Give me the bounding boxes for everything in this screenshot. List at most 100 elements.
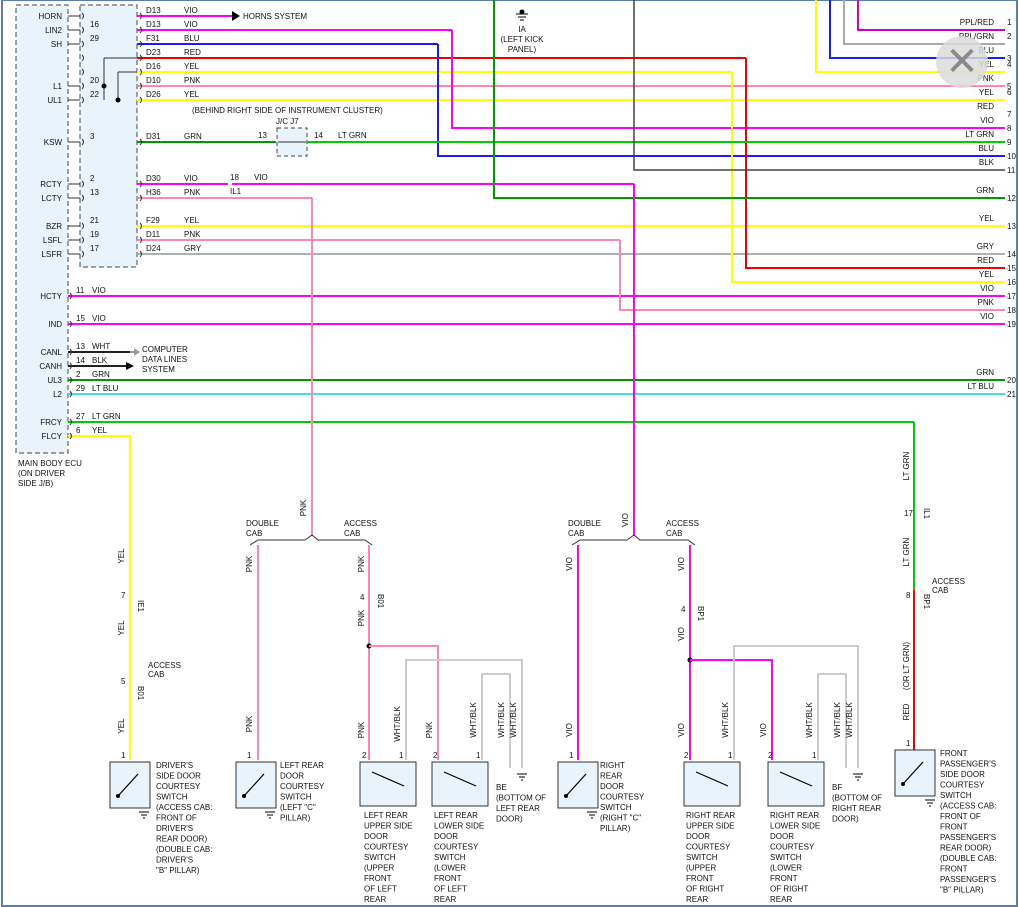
- front-passenger-switch-label: REAR DOOR): [940, 844, 991, 853]
- close-button[interactable]: ✕: [936, 36, 988, 88]
- connector-id: BP1: [696, 606, 705, 622]
- left-rear-lower-label: DOOR: [434, 832, 458, 841]
- pin-number: 1: [476, 751, 481, 760]
- branch-bracket: [571, 534, 696, 546]
- pin-number: 20: [90, 76, 99, 85]
- pin-number: 11: [76, 286, 85, 295]
- driver-switch-label: SIDE DOOR: [156, 772, 201, 781]
- computer-data-label: SYSTEM: [142, 365, 175, 374]
- left-rear-upper-label: OF LEFT: [364, 885, 397, 894]
- front-passenger-switch-label: PASSENGER'S: [940, 833, 996, 842]
- wire-ppl-red: [857, 0, 1005, 31]
- right-rear-upper-label: (UPPER: [686, 864, 716, 873]
- vio-label: VIO: [759, 723, 768, 737]
- left-rear-lower-label: REAR: [434, 895, 456, 904]
- switch-contact: [902, 761, 924, 785]
- connector-id: D13: [146, 20, 161, 29]
- connector-tick: [69, 432, 72, 440]
- right-wire-label: PNK: [978, 74, 995, 83]
- front-passenger-switch-label: (ACCESS CAB:: [940, 802, 996, 811]
- connector-id: IL1: [922, 508, 931, 520]
- pnk-label: PNK: [357, 555, 366, 572]
- connector-tick: [81, 82, 84, 90]
- jc-label: J/C J7: [276, 117, 299, 126]
- right-rear-lower-label: COURTESY: [770, 843, 815, 852]
- right-rear-lower-label: OF RIGHT: [770, 885, 808, 894]
- connector-tick: [81, 194, 84, 202]
- connector-id: D10: [146, 76, 161, 85]
- vio-label: VIO: [565, 557, 574, 571]
- right-rear-upper-label: OF RIGHT: [686, 885, 724, 894]
- left-rear-lower-label: LOWER SIDE: [434, 822, 484, 831]
- front-passenger-switch-label: SWITCH: [940, 791, 972, 800]
- access-cab-label: ACCESS: [344, 519, 377, 528]
- branch-bracket: [249, 534, 373, 546]
- access-cab-label: CAB: [148, 670, 164, 679]
- connector-tick: [139, 82, 142, 90]
- ground-line: [139, 811, 149, 819]
- be-ground-label: BE: [496, 783, 507, 792]
- ecu-pin-label: CANL: [41, 348, 63, 357]
- switch-pivot: [901, 782, 905, 786]
- sheet-ref-number: 16: [1007, 278, 1016, 287]
- left-rear-switch-label: DOOR: [280, 772, 304, 781]
- connector-id: F29: [146, 216, 160, 225]
- right-rear-upper-label: UPPER SIDE: [686, 822, 734, 831]
- ecu-title: MAIN BODY ECU: [18, 459, 82, 468]
- connector-id: D11: [146, 230, 161, 239]
- connector-id: D24: [146, 244, 161, 253]
- splice-dot: [101, 83, 107, 89]
- left-rear-upper-label: COURTESY: [364, 843, 409, 852]
- right-rear-switch: [557, 761, 599, 809]
- bf-ground-label: DOOR): [832, 815, 859, 824]
- access-cab-label: ACCESS: [148, 661, 181, 670]
- splice-dot: [519, 9, 525, 15]
- sheet-ref-number: 7: [1007, 110, 1012, 119]
- connector-tick: [81, 54, 84, 62]
- wht-blk-label: WHT/BLK: [845, 702, 854, 738]
- ecu-connector-box: [79, 4, 138, 268]
- right-rear-upper-label: FRONT: [686, 874, 714, 883]
- ground-icon: [139, 811, 149, 819]
- driver-switch-label: REAR DOOR): [156, 835, 207, 844]
- sheet-ref-number: 9: [1007, 138, 1012, 147]
- front-passenger-switch-label: SIDE DOOR: [940, 770, 985, 779]
- connector-id: D13: [146, 6, 161, 15]
- pin-number: 1: [569, 751, 574, 760]
- bf-ground-label: BF: [832, 783, 842, 792]
- connector-id: IL1: [230, 187, 242, 196]
- front-passenger-switch-label: "B" PILLAR): [940, 886, 984, 895]
- pnk-label: PNK: [245, 555, 254, 572]
- switch-pivot: [242, 794, 246, 798]
- right-rear-upper-label: SWITCH: [686, 853, 718, 862]
- wire-color-label: YEL: [184, 216, 200, 225]
- wire-vio: [690, 659, 773, 760]
- ecu-pin-label: HORN: [38, 12, 62, 21]
- ground-line: [517, 773, 527, 781]
- pin-number: 14: [76, 356, 85, 365]
- right-wire-label: VIO: [980, 116, 994, 125]
- driver-switch-label: SWITCH: [156, 793, 188, 802]
- pin-number: 13: [90, 188, 99, 197]
- pin-number: 1: [728, 751, 733, 760]
- wht-blk-label: WHT/BLK: [805, 702, 814, 738]
- switch-contact: [371, 771, 405, 787]
- wire-color-label: YEL: [184, 62, 200, 71]
- connector-id: B01: [136, 686, 145, 701]
- wire-color-label: LT BLU: [92, 384, 119, 393]
- right-rear-switch-label: COURTESY: [600, 793, 645, 802]
- sheet-ref-number: 12: [1007, 194, 1016, 203]
- driver-switch-label: "B" PILLAR): [156, 866, 200, 875]
- right-wire-label: BLU: [978, 144, 994, 153]
- connector-id: B01: [376, 594, 385, 609]
- right-rear-upper-label: RIGHT REAR: [686, 811, 735, 820]
- driver-switch-label: FRONT OF: [156, 814, 197, 823]
- pin-number: 29: [76, 384, 85, 393]
- wht-blk-label: WHT/BLK: [469, 702, 478, 738]
- ia-label: (LEFT KICK: [501, 35, 545, 44]
- pin-number: 2: [768, 751, 773, 760]
- wire-color-label: VIO: [92, 286, 106, 295]
- right-rear-lower-switch: [767, 761, 825, 807]
- connector-tick: [139, 138, 142, 146]
- front-passenger-switch-label: COURTESY: [940, 781, 985, 790]
